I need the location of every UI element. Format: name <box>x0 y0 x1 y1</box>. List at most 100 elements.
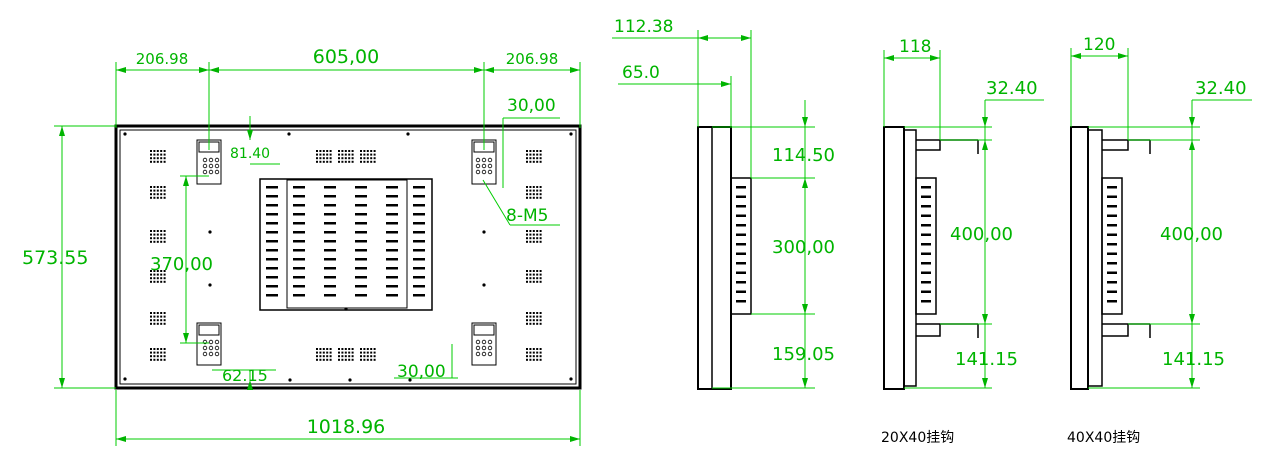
vent-dot <box>526 186 528 188</box>
hook20-dim-depth: 118 <box>899 37 931 57</box>
vent-dot <box>338 358 340 361</box>
vent-dot <box>373 351 376 354</box>
vent-dot <box>163 160 166 163</box>
plate-slot <box>355 231 367 234</box>
plate-slot <box>293 258 305 261</box>
dim-offset-bottom: 62.15 <box>222 366 268 385</box>
mount-dot <box>569 377 573 381</box>
hook40-top-hook <box>1102 139 1151 154</box>
vent-dot <box>344 157 347 160</box>
vent-dot <box>326 153 329 156</box>
side-slot <box>1107 224 1117 227</box>
dim-top-middle: 605,00 <box>313 46 379 68</box>
bracket-hole <box>202 345 208 351</box>
vent-dot <box>150 230 152 232</box>
mounting-dots <box>123 132 573 382</box>
plate-slot <box>293 249 305 252</box>
plate-slot <box>324 231 336 234</box>
vent-dot <box>153 355 156 358</box>
hook40-dim-top: 32.40 <box>1195 78 1247 99</box>
vent-dot <box>344 355 347 358</box>
plate-slot <box>266 231 278 234</box>
vent-dot <box>319 348 322 350</box>
vent-dot <box>156 358 159 361</box>
vent-dot <box>532 233 535 236</box>
dim-bracket-spacing: 370,00 <box>150 254 213 275</box>
vent-dot <box>539 312 542 314</box>
vent-dot <box>153 193 156 196</box>
vent-dot <box>156 160 159 163</box>
bracket-hole <box>475 169 481 175</box>
vent-dot <box>526 351 528 354</box>
vent-dot <box>316 157 318 160</box>
plate-slot <box>266 240 278 243</box>
vent-dot <box>341 351 344 354</box>
side-slot <box>736 262 746 265</box>
vent-dot <box>153 189 156 192</box>
vent-dot <box>156 315 159 318</box>
vent-dot <box>529 153 532 156</box>
vent-dot <box>526 189 528 192</box>
vent-dot <box>150 186 152 188</box>
vent-dot <box>529 315 532 318</box>
vent-dot <box>153 240 156 243</box>
vent-dot <box>351 358 354 361</box>
side-slot <box>736 233 746 236</box>
vent-dot <box>363 160 366 163</box>
plate-slot <box>355 258 367 261</box>
vent-dot <box>156 157 159 160</box>
vent-dot <box>360 351 362 354</box>
vent-dot <box>150 160 152 163</box>
bracket-hole <box>202 169 208 175</box>
vent-dot <box>532 322 535 325</box>
vent-dot <box>529 157 532 160</box>
vent-dot <box>163 358 166 361</box>
plate-slot <box>413 186 425 189</box>
vent-dot <box>348 153 351 156</box>
vent-dot <box>322 351 325 354</box>
vent-dot <box>150 189 152 192</box>
plate-slot <box>413 276 425 279</box>
vent-dot <box>366 348 369 350</box>
vent-dot <box>526 237 528 240</box>
vent-dot <box>160 186 163 188</box>
bracket-hole <box>208 345 214 351</box>
vent-dot <box>539 230 542 232</box>
plate-slot <box>413 258 425 261</box>
side-slot <box>736 186 746 189</box>
vent-dot <box>539 315 542 318</box>
vent-dot <box>539 351 542 354</box>
side-slot <box>1107 233 1117 236</box>
vent-dot <box>360 153 362 156</box>
plate-slot <box>386 222 398 225</box>
vent-dot <box>373 160 376 163</box>
vent-dot <box>363 351 366 354</box>
vent-dot <box>373 348 376 350</box>
vent-dot <box>163 312 166 314</box>
dim-top-right: 206.98 <box>506 50 559 68</box>
hook40-dim-bottom: 141.15 <box>1162 349 1225 370</box>
side-slot <box>736 290 746 293</box>
mount-dot <box>408 378 412 382</box>
plate-slot <box>293 294 305 297</box>
vent-dot <box>319 358 322 361</box>
vent-dot <box>329 351 332 354</box>
vent-dot <box>156 230 159 232</box>
plate-slot <box>386 285 398 288</box>
vent-dot <box>156 348 159 350</box>
vent-dot <box>366 160 369 163</box>
plate-slot <box>266 222 278 225</box>
plate-slot <box>355 240 367 243</box>
vent-dot <box>532 270 535 272</box>
vent-dot <box>326 150 329 152</box>
vent-dot <box>341 150 344 152</box>
vent-dot <box>163 193 166 196</box>
side-slot <box>921 195 931 198</box>
vent-dot <box>160 233 163 236</box>
hook40-caption: 40X40挂钩 <box>1067 430 1140 446</box>
vent-dot <box>526 358 528 361</box>
vent-dot <box>539 157 542 160</box>
vent-dot <box>536 315 539 318</box>
vent-dot <box>539 193 542 196</box>
vent-dot <box>529 351 532 354</box>
